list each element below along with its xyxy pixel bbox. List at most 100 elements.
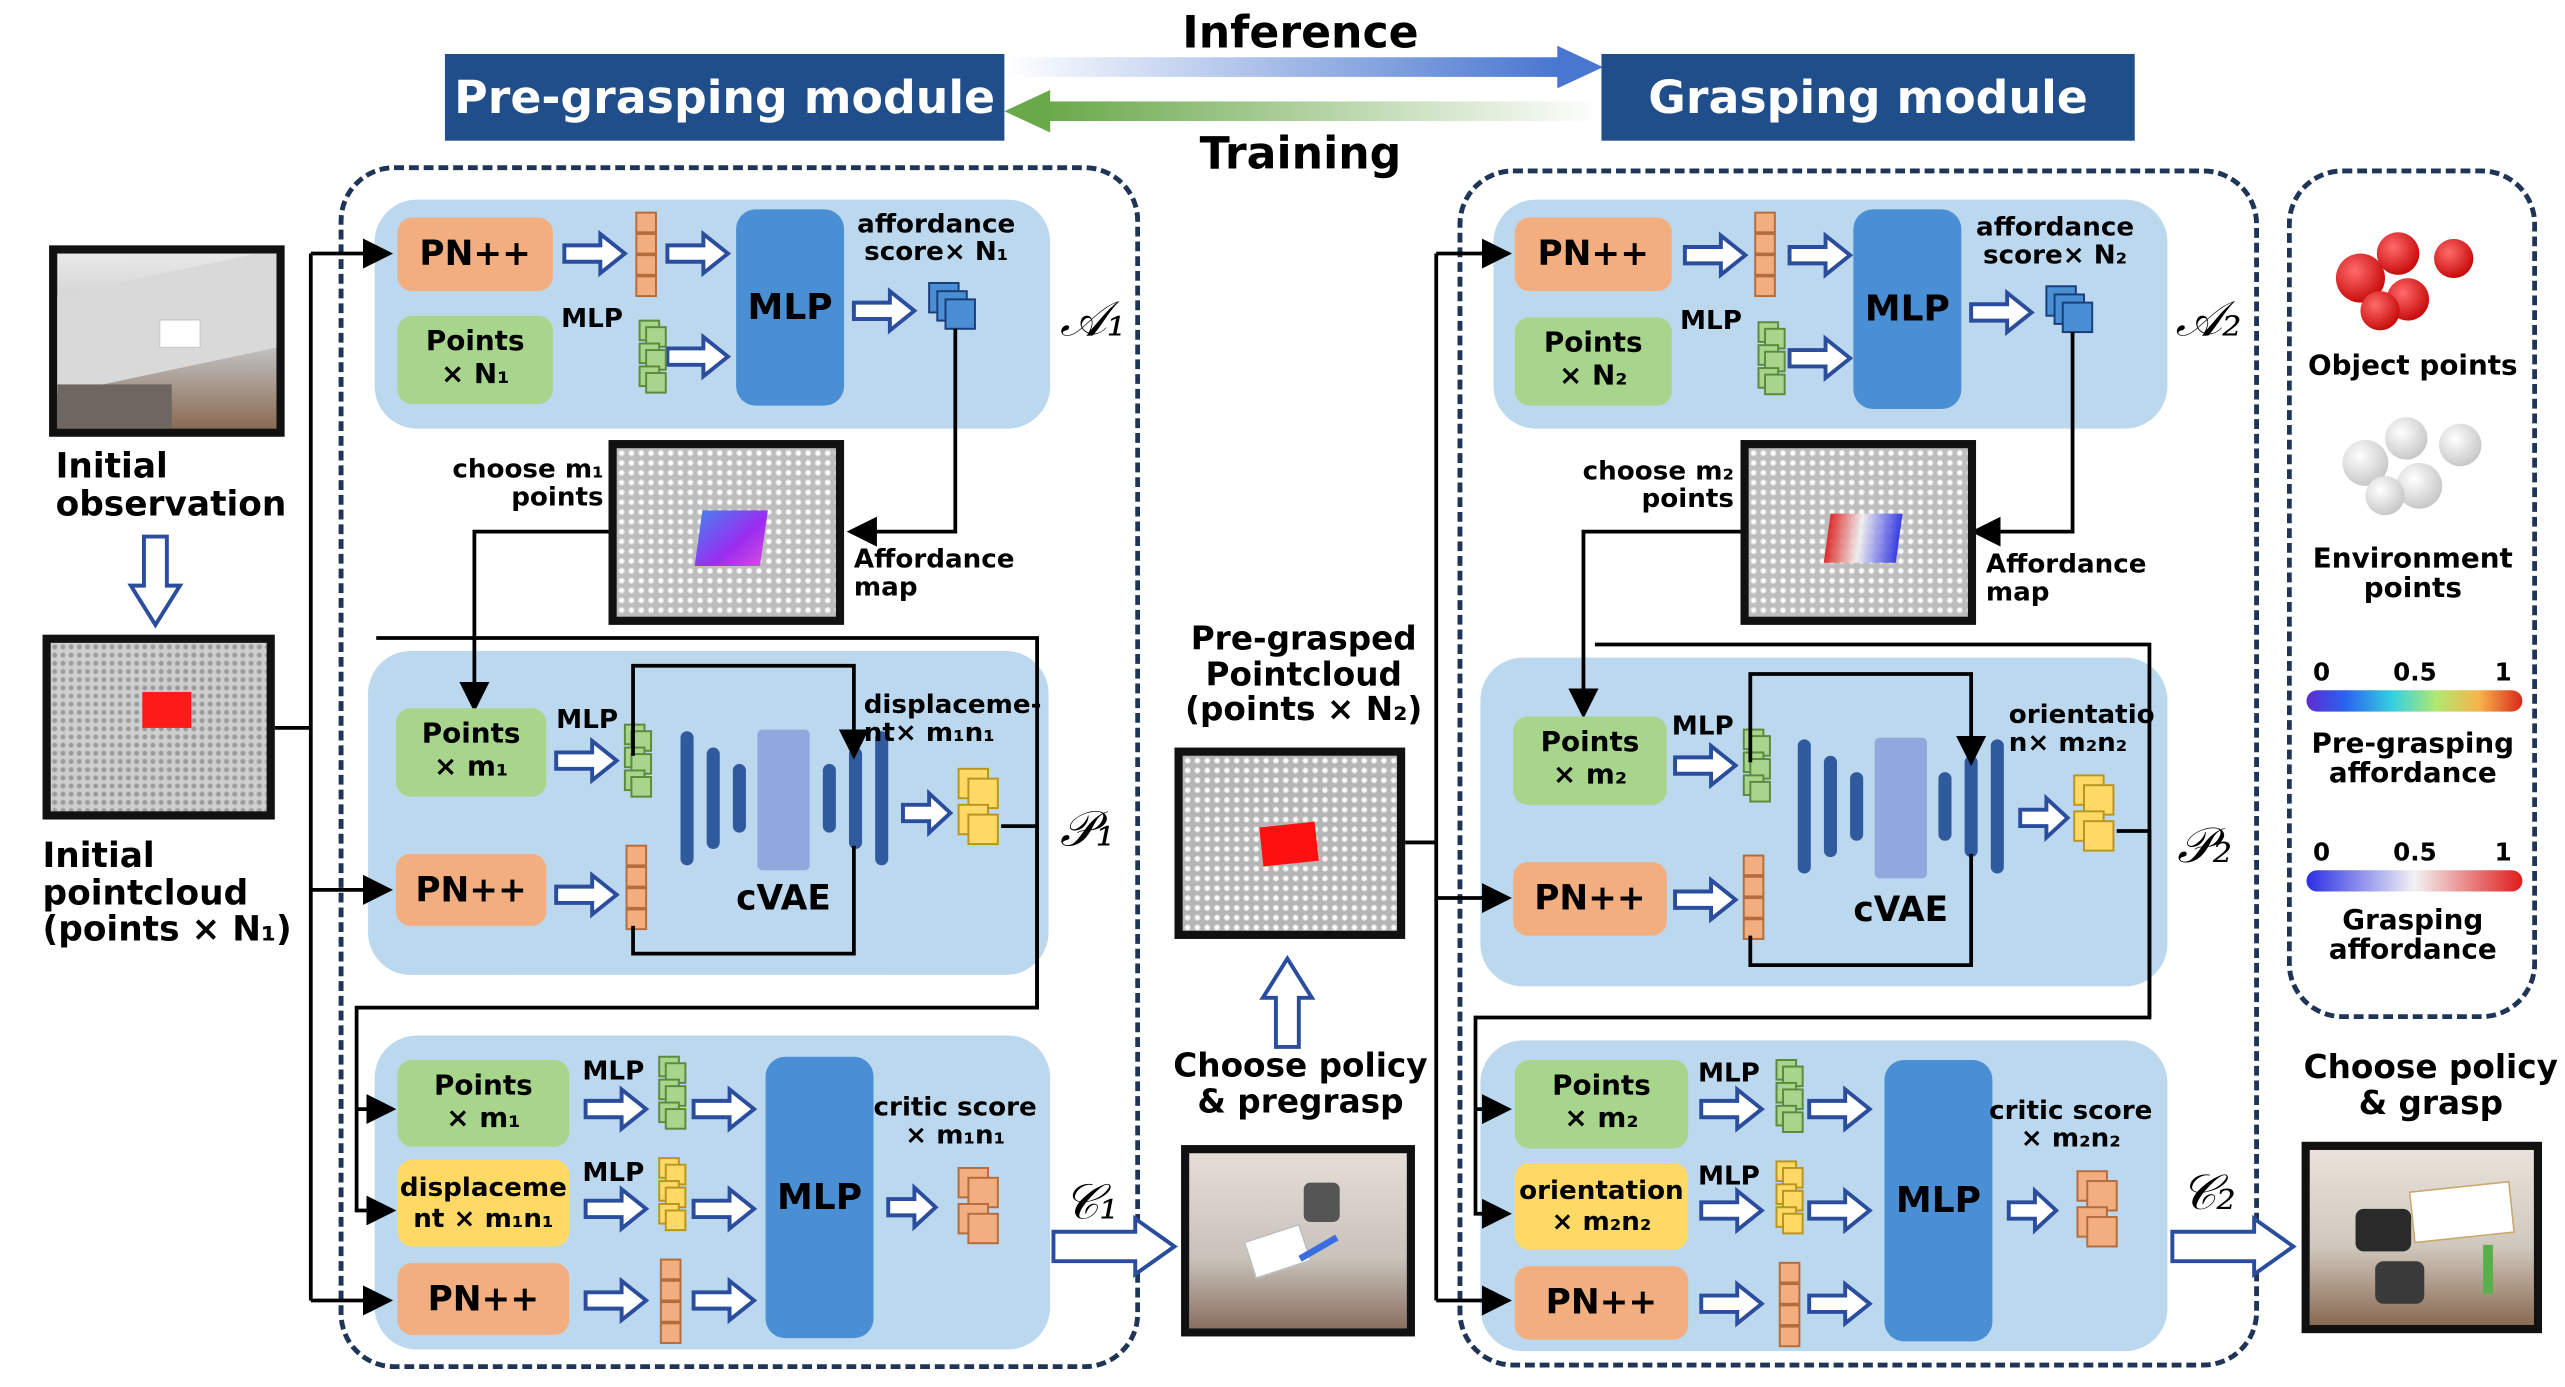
critic-module-symbol: 𝒞₁ <box>1063 1174 1119 1232</box>
pre-grasp-scale-min: 0 <box>2313 657 2331 688</box>
pointnet-box: PN++ <box>1513 862 1667 936</box>
mlp-label: MLP <box>556 703 619 735</box>
environment-points-legend: Environment points <box>2312 543 2513 606</box>
grasp-scale-mid: 0.5 <box>2393 837 2437 867</box>
hollow-arrow <box>665 229 732 278</box>
critic-mlp: MLP <box>765 1056 874 1339</box>
hollow-arrow <box>886 1183 939 1232</box>
hollow-arrow <box>691 1276 758 1325</box>
hollow-arrow-right <box>1051 1214 1178 1279</box>
legend-frame <box>2286 168 2538 1020</box>
mlp-label: MLP <box>582 1055 645 1087</box>
hollow-arrow <box>900 788 954 838</box>
pre-grasping-module-frame <box>338 165 1141 1370</box>
critic-points-box: Points × m₁ <box>397 1059 570 1147</box>
hollow-arrow <box>691 1185 758 1233</box>
hollow-arrow <box>2018 793 2071 843</box>
pointnet-box: PN++ <box>1514 217 1672 292</box>
mlp-label: MLP <box>582 1156 645 1188</box>
pregrasp-action-image <box>1181 1145 1415 1337</box>
affordance-map-label: Affordance map <box>853 543 1015 603</box>
hollow-arrow <box>1673 875 1739 924</box>
hollow-arrow-right <box>2170 1214 2297 1279</box>
points-input-box: Points × N₂ <box>1514 317 1672 406</box>
affordance-module-symbol: 𝒜₁ <box>1059 291 1127 349</box>
mlp-label: MLP <box>1697 1159 1760 1191</box>
hollow-arrow <box>1699 1280 1765 1328</box>
pre-grasping-module-banner: Pre-grasping module <box>444 53 1005 141</box>
grasp-scale-max: 1 <box>2494 837 2512 867</box>
hollow-arrow <box>2006 1186 2060 1235</box>
hollow-arrow <box>1787 231 1854 279</box>
critic-score-label: critic score × m₁n₁ <box>873 1091 1037 1151</box>
hollow-arrow <box>1969 288 2035 337</box>
hollow-arrow <box>1807 1280 1873 1328</box>
hollow-arrow <box>851 287 918 335</box>
pointnet-box: PN++ <box>395 853 547 926</box>
affordance-map-label: Affordance map <box>1985 547 2147 608</box>
hollow-arrow <box>665 332 732 381</box>
hollow-arrow <box>1699 1186 1765 1235</box>
pre-grasped-pointcloud-label: Pre-grasped Pointcloud (points × N₂) <box>1185 618 1423 729</box>
hollow-arrow <box>583 1185 650 1233</box>
hollow-arrow <box>1807 1186 1873 1235</box>
grasp-action-image <box>2301 1141 2543 1334</box>
cvae-label: cVAE <box>1853 889 1949 930</box>
hollow-arrow <box>583 1085 650 1133</box>
points-input-box: Points × N₁ <box>397 315 553 405</box>
inference-arrow <box>1004 45 1604 89</box>
critic-points-box: Points × m₂ <box>1514 1059 1689 1149</box>
grasping-module-frame <box>1457 168 2260 1368</box>
grasp-scale-min: 0 <box>2313 837 2331 867</box>
hollow-arrow-down <box>127 534 184 629</box>
affordance-mlp: MLP <box>1853 209 1962 409</box>
pre-grasped-pointcloud-image <box>1174 747 1406 939</box>
mlp-label: MLP <box>1671 709 1734 742</box>
mlp-label: MLP <box>1697 1056 1760 1088</box>
hollow-arrow <box>1699 1085 1765 1133</box>
choose-policy-grasp-label: Choose policy & grasp <box>2303 1046 2558 1122</box>
hollow-arrow <box>1807 1085 1873 1133</box>
grasping-affordance-legend: Grasping affordance <box>2328 904 2497 968</box>
affordance-score-label: affordance score× N₂ <box>1976 211 2135 271</box>
initial-pointcloud-image <box>42 634 275 820</box>
hollow-arrow <box>1682 231 1749 279</box>
object-points-glyph <box>2335 232 2474 331</box>
pointnet-box: PN++ <box>397 217 553 292</box>
hollow-arrow <box>554 736 620 785</box>
mlp-label: MLP <box>1679 304 1742 336</box>
pre-grasp-scale-mid: 0.5 <box>2393 657 2437 688</box>
pointnet-box: PN++ <box>397 1262 570 1335</box>
critic-mlp: MLP <box>1884 1059 1993 1342</box>
pre-grasp-scale-max: 1 <box>2494 657 2512 688</box>
proposal-module-symbol: 𝒫₁ <box>1059 801 1116 859</box>
training-arrow <box>1004 89 1600 133</box>
grasp-colorbar <box>2306 870 2523 892</box>
initial-observation-label: Initial observation <box>55 446 287 523</box>
affordance-score-label: affordance score× N₁ <box>857 207 1016 268</box>
mlp-label: MLP <box>561 302 623 334</box>
orientation-output-label: orientatio n× m₂n₂ <box>2008 698 2155 758</box>
affordance-map-image <box>1740 440 1977 625</box>
initial-pointcloud-label: Initial pointcloud (points × N₁) <box>42 835 292 950</box>
choose-points-label: choose m₂ points <box>1582 454 1734 515</box>
critic-displacement-box: displaceme nt × m₁n₁ <box>397 1159 570 1247</box>
points-m-box: Points × m₂ <box>1513 716 1667 805</box>
hollow-arrow <box>1787 334 1854 382</box>
critic-score-label: critic score × m₂n₂ <box>1989 1094 2153 1154</box>
grasping-module-banner: Grasping module <box>1601 53 2135 141</box>
object-points-legend: Object points <box>2308 350 2518 383</box>
hollow-arrow <box>691 1085 758 1133</box>
proposal-module-symbol: 𝒫₂ <box>2177 817 2233 876</box>
points-m-box: Points × m₁ <box>395 708 547 797</box>
affordance-mlp: MLP <box>736 209 845 406</box>
hollow-arrow <box>562 229 629 278</box>
pointnet-box: PN++ <box>1514 1266 1689 1340</box>
choose-policy-pregrasp-label: Choose policy & pregrasp <box>1173 1045 1428 1120</box>
pre-grasp-colorbar <box>2306 690 2523 712</box>
environment-points-glyph <box>2342 417 2482 516</box>
critic-module-symbol: 𝒞₂ <box>2180 1164 2236 1222</box>
hollow-arrow <box>583 1276 650 1325</box>
affordance-map-image <box>608 440 845 625</box>
